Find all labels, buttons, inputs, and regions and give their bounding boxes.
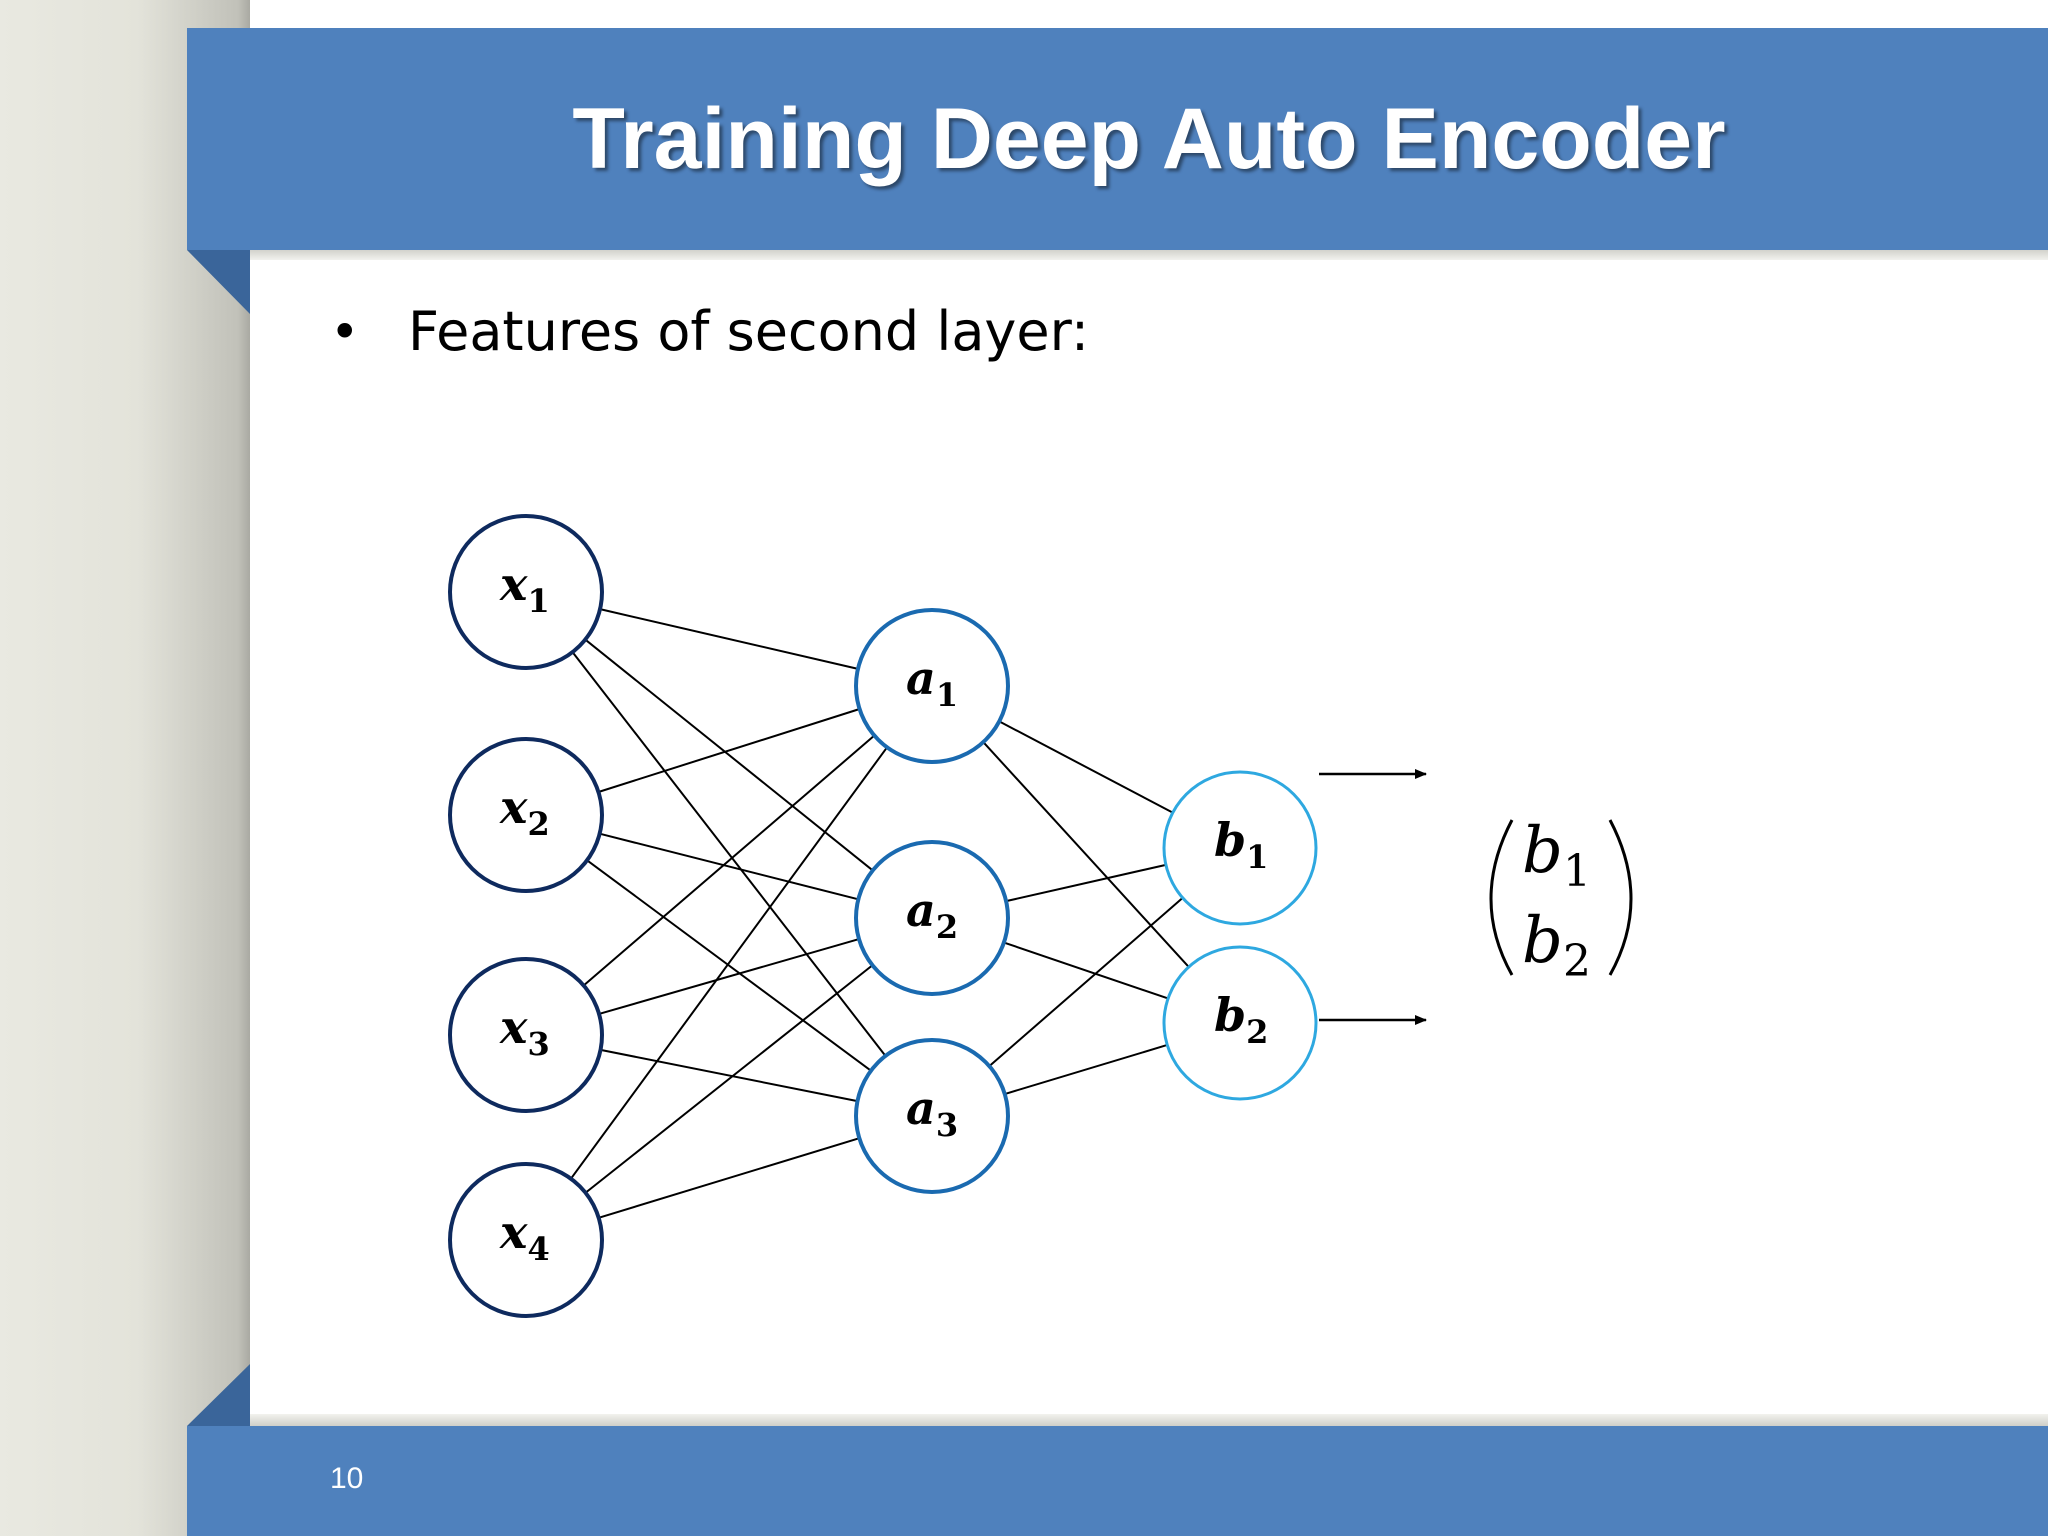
node-label: x2 [499,780,550,843]
edge-x2-a3 [586,859,872,1072]
edge-x4-a2 [584,964,874,1194]
output-arrows [1319,769,1427,1025]
node-a2: a2 [854,840,1010,996]
node-circle [448,737,604,893]
node-label: b2 [1214,988,1268,1051]
title-band [187,28,2048,250]
edge-x3-a2 [598,938,860,1015]
node-circle [448,514,604,670]
footer-band-shadow [250,1414,2048,1426]
edge-x1-a2 [584,638,874,872]
footer-band-fold [187,1364,250,1426]
title-band-fold [187,250,250,314]
node-a3: a3 [854,1038,1010,1194]
slide-title: Training Deep Auto Encoder [572,90,1726,187]
edge-a3-b1 [988,897,1184,1067]
left-paren [1489,819,1514,976]
connection-edges [570,608,1190,1219]
node-x1: x1 [448,514,604,670]
node-label: a3 [906,1081,958,1144]
node-circle [854,1038,1010,1194]
edge-a2-b2 [1003,941,1169,1000]
node-label: x3 [499,1000,550,1063]
node-x4: x4 [448,1162,604,1318]
bullet-dot-icon: • [330,302,360,361]
node-a1: a1 [854,608,1010,764]
node-label: x1 [499,557,550,620]
edge-a3-b2 [1004,1044,1168,1095]
node-label: a1 [906,651,958,714]
bullet-item: • Features of second layer: [330,300,1089,363]
bullet-text: Features of second layer: [408,300,1090,363]
vector-entry-1: b1 [1522,814,1591,897]
node-circle [1162,770,1318,926]
left-strip-shadow [238,0,252,1536]
right-paren [1608,819,1633,976]
edge-x4-a3 [598,1137,860,1219]
node-circle [1162,945,1318,1101]
node-label: x4 [499,1205,550,1268]
edge-x4-a1 [570,746,888,1180]
network-nodes: x1 x2 x3 x4 a1 a2 a3 b1 b2 [448,514,1318,1318]
node-circle [448,1162,604,1318]
node-circle [854,840,1010,996]
node-b2: b2 [1162,945,1318,1101]
node-b1: b1 [1162,770,1318,926]
edge-a1-b2 [982,741,1190,968]
edge-a2-b1 [1005,863,1167,903]
node-circle [448,957,604,1113]
node-x3: x3 [448,957,604,1113]
title-band-shadow [250,250,2048,260]
edge-x1-a3 [571,651,887,1057]
node-label: a2 [906,883,958,946]
footer-band [187,1426,2048,1536]
edge-a1-b1 [998,720,1174,814]
node-x2: x2 [448,737,604,893]
edge-x2-a2 [599,832,859,901]
node-circle [854,608,1010,764]
node-label: b1 [1214,813,1268,876]
edge-x3-a3 [600,1048,858,1103]
edge-x3-a1 [582,734,876,987]
edge-x2-a1 [598,708,860,793]
page-number: 10 [330,1462,364,1495]
output-vector: b1 b2 [1489,814,1633,987]
edge-x1-a1 [599,608,859,670]
vector-entry-2: b2 [1522,904,1591,987]
